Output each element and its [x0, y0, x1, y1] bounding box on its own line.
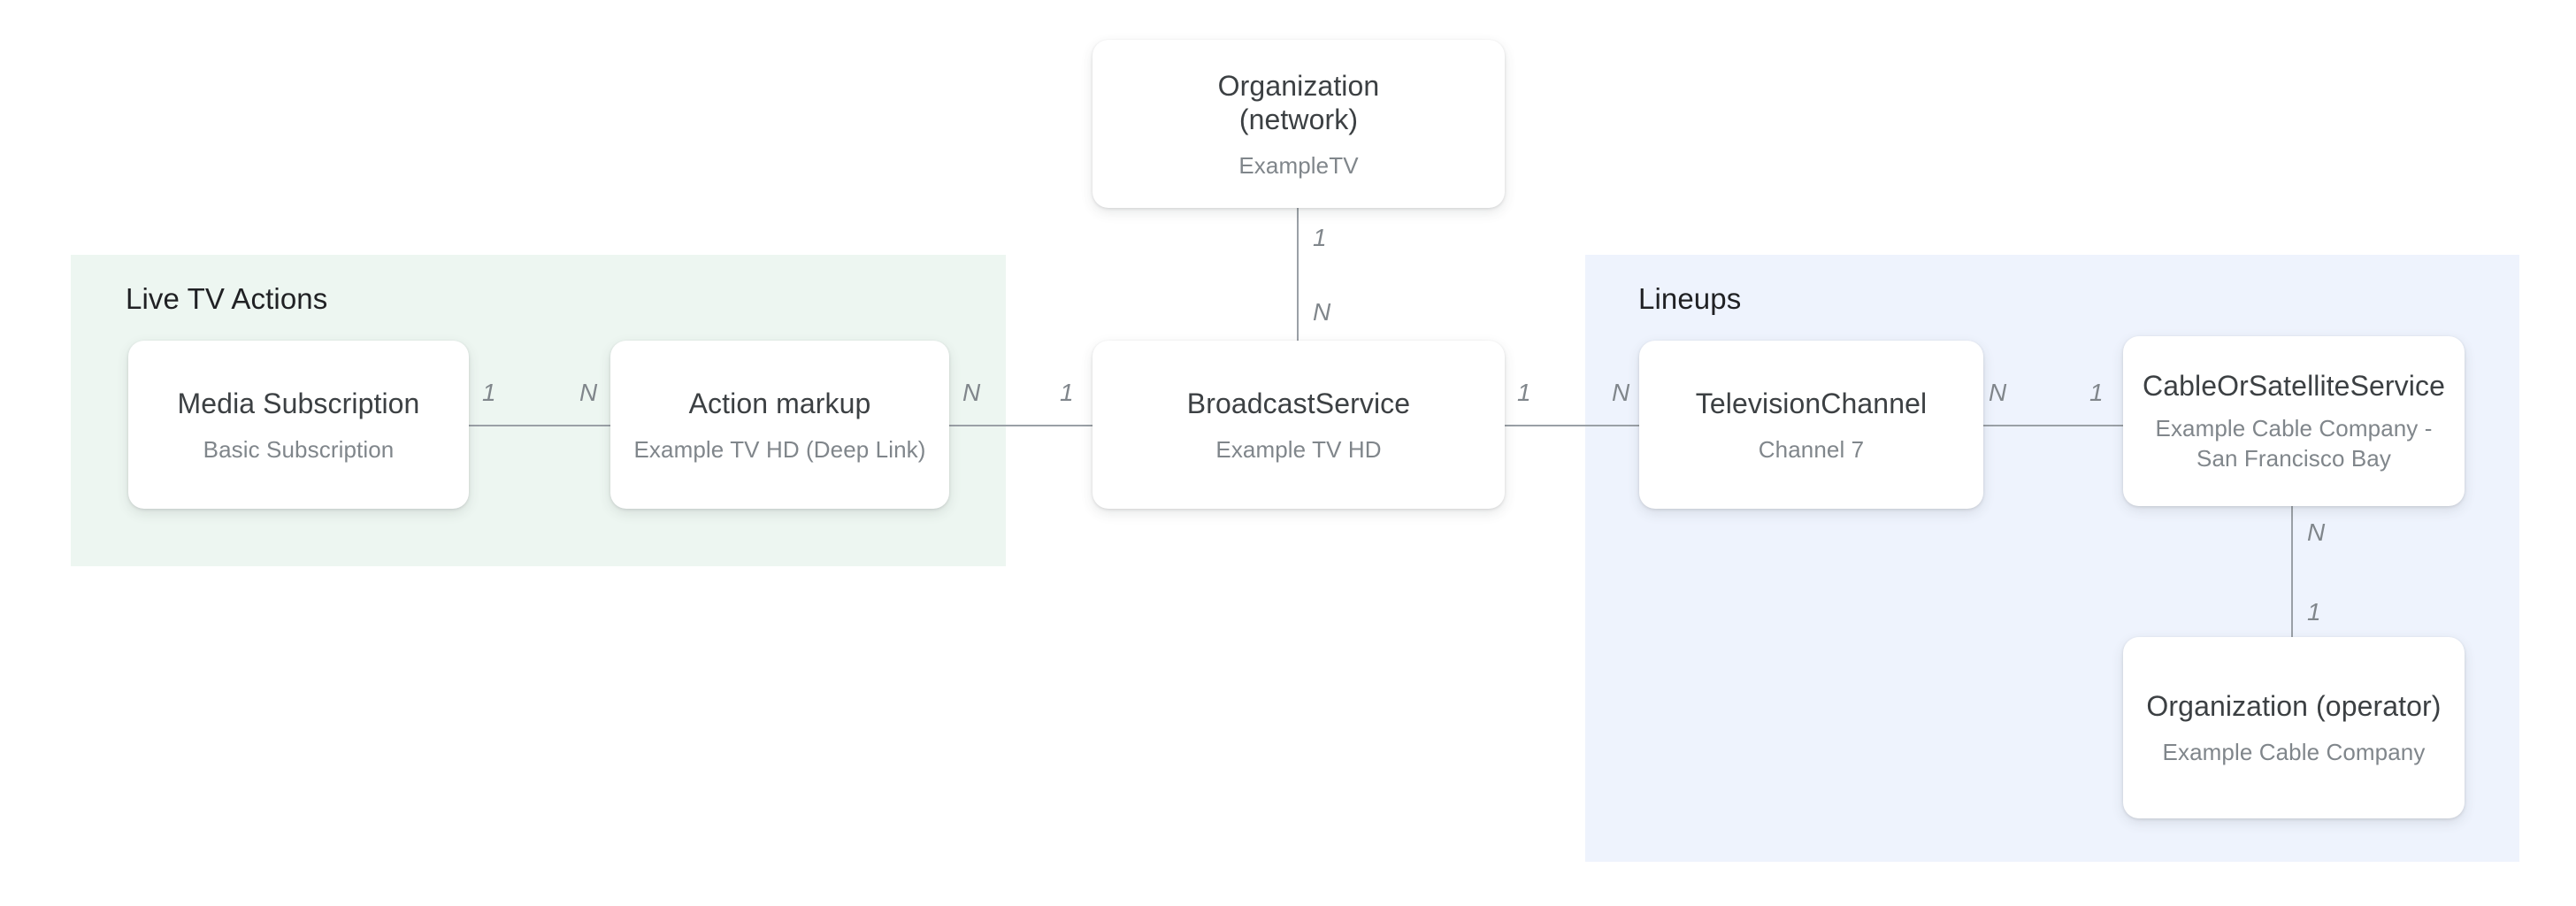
edge-action-markup-to-broadcast-service — [947, 425, 1095, 426]
edge-label-cable-or-satellite-service-n: N — [2307, 518, 2326, 546]
edge-television-channel-to-cable-or-satellite-service — [1982, 425, 2128, 426]
node-cable-or-satellite-service[interactable]: CableOrSatelliteService Example Cable Co… — [2123, 336, 2465, 506]
node-organization-operator[interactable]: Organization (operator) Example Cable Co… — [2123, 637, 2465, 818]
node-cable-or-satellite-service-title: CableOrSatelliteService — [2142, 370, 2445, 402]
node-broadcast-service[interactable]: BroadcastService Example TV HD — [1092, 341, 1505, 509]
panel-lineups-title: Lineups — [1638, 282, 1742, 315]
node-organization-operator-title: Organization (operator) — [2146, 690, 2442, 722]
edge-label-cable-or-satellite-service-1: 1 — [2089, 379, 2104, 406]
node-cable-or-satellite-service-subtitle: Example Cable Company - San Francisco Ba… — [2155, 415, 2433, 472]
edge-media-subscription-to-action-markup — [467, 425, 616, 426]
node-organization-network-title-line2: (network) — [1238, 103, 1359, 135]
node-organization-network-title-line1: Organization — [1217, 69, 1380, 102]
edge-label-organization-operator-1: 1 — [2307, 598, 2321, 626]
edge-label-broadcast-service-1-right: 1 — [1517, 379, 1531, 406]
node-broadcast-service-title: BroadcastService — [1186, 387, 1411, 419]
node-media-subscription-subtitle: Basic Subscription — [203, 435, 395, 463]
node-organization-network[interactable]: Organization (network) ExampleTV — [1092, 40, 1505, 208]
node-broadcast-service-subtitle: Example TV HD — [1215, 435, 1382, 463]
edge-label-broadcast-service-1-left: 1 — [1060, 379, 1074, 406]
edge-label-television-channel-n-right: N — [1989, 379, 2007, 406]
edge-cable-or-satellite-service-to-organization-operator — [2291, 504, 2293, 639]
node-media-subscription[interactable]: Media Subscription Basic Subscription — [128, 341, 469, 509]
node-organization-network-subtitle: ExampleTV — [1238, 151, 1359, 179]
edge-label-action-markup-n2: N — [962, 379, 981, 406]
edge-organization-network-to-broadcast-service — [1297, 206, 1299, 343]
node-action-markup[interactable]: Action markup Example TV HD (Deep Link) — [610, 341, 949, 509]
edge-broadcast-service-to-television-channel — [1502, 425, 1644, 426]
node-television-channel[interactable]: TelevisionChannel Channel 7 — [1639, 341, 1983, 509]
node-media-subscription-title: Media Subscription — [177, 387, 420, 419]
node-organization-operator-subtitle: Example Cable Company — [2162, 739, 2426, 765]
node-action-markup-subtitle: Example TV HD (Deep Link) — [633, 435, 926, 463]
edge-label-television-channel-n-left: N — [1612, 379, 1630, 406]
node-action-markup-title: Action markup — [688, 387, 871, 419]
edge-label-organization-network-1: 1 — [1313, 224, 1327, 251]
edge-label-media-subscription-1: 1 — [482, 379, 496, 406]
node-television-channel-subtitle: Channel 7 — [1758, 435, 1865, 463]
edge-label-broadcast-service-n-top: N — [1313, 298, 1331, 326]
edge-label-action-markup-n: N — [579, 379, 598, 406]
panel-live-tv-actions-title: Live TV Actions — [126, 282, 328, 315]
node-organization-network-title: Organization (network) — [1218, 69, 1380, 136]
node-television-channel-title: TelevisionChannel — [1695, 387, 1928, 419]
